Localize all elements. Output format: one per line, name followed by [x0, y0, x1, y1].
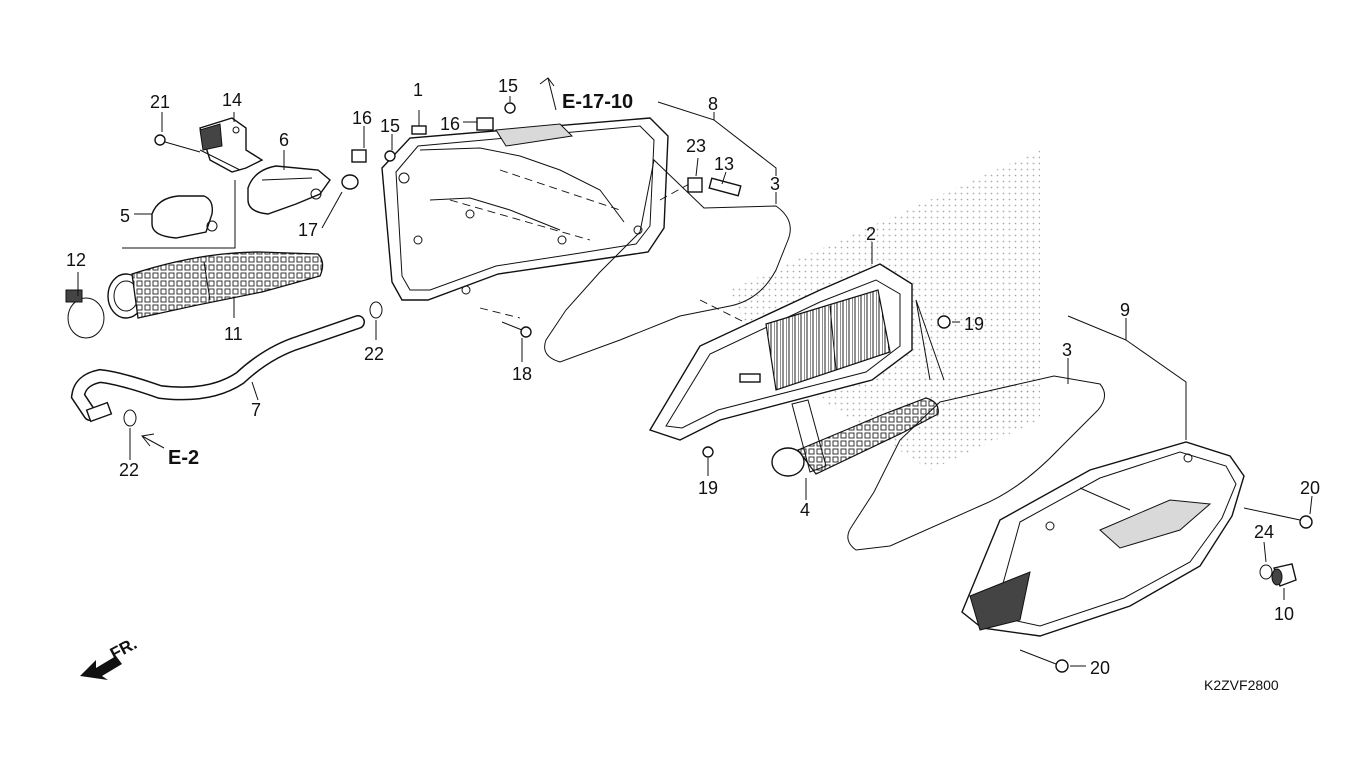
callout-5: 5 — [120, 206, 130, 226]
callout-19-lower: 19 — [698, 478, 718, 498]
leader-lines — [77, 77, 1313, 667]
callout-20-upper: 20 — [1300, 478, 1320, 498]
callout-numbers: 1 2 3 3 4 5 6 7 8 9 10 11 12 13 14 15 15… — [66, 76, 1320, 678]
part-7-hose — [70, 315, 365, 423]
part-19-screw-lower — [702, 446, 714, 458]
part-18-screw — [501, 321, 532, 338]
part-2-air-filter — [648, 263, 913, 441]
part-14-sensor — [199, 117, 264, 173]
reference-e-2: E-2 — [168, 447, 199, 469]
part-1-bolt — [411, 110, 427, 135]
callout-9: 9 — [1120, 300, 1130, 320]
callout-21: 21 — [150, 92, 170, 112]
callout-1: 1 — [413, 80, 423, 100]
callout-11: 11 — [224, 324, 243, 344]
part-20-screw-lower — [1019, 649, 1069, 673]
part-23-grommet — [687, 177, 703, 193]
airbox-case — [381, 117, 669, 301]
callout-4: 4 — [800, 500, 810, 520]
callout-15-upper: 15 — [498, 76, 518, 96]
part-20-screw-upper — [1243, 507, 1313, 529]
part-17-clip — [341, 174, 359, 190]
part-22-clip-upper — [369, 301, 383, 319]
callout-12: 12 — [66, 250, 86, 270]
part-14-5-group-frame — [122, 180, 236, 249]
part-3-seal-lower — [847, 375, 1105, 551]
part-4-duct — [771, 397, 939, 477]
part-16-clip-lower — [351, 149, 367, 163]
callout-13: 13 — [714, 154, 734, 174]
diagram-code: K2ZVF2800 — [1204, 677, 1279, 693]
callout-16-upper: 16 — [440, 114, 460, 134]
callout-3-lower: 3 — [1062, 340, 1072, 360]
callout-22-upper: 22 — [364, 344, 384, 364]
callout-23: 23 — [686, 136, 706, 156]
part-15-nut-upper — [504, 102, 516, 114]
callout-17: 17 — [298, 220, 318, 240]
part-10-cap — [1271, 563, 1297, 587]
part-6-cover — [247, 165, 331, 215]
part-13-pipe — [708, 177, 742, 197]
part-21-screw — [154, 134, 201, 153]
callout-20-lower: 20 — [1090, 658, 1110, 678]
part-22-clip-lower — [123, 409, 137, 427]
part-24-clip — [1259, 564, 1273, 580]
front-direction-arrow: FR. — [80, 634, 140, 680]
reference-e-17-10: E-17-10 — [562, 91, 633, 113]
part-12-clamp — [65, 289, 105, 339]
part-16-clip-upper — [476, 117, 494, 131]
callout-22-lower: 22 — [119, 460, 139, 480]
callout-19-upper: 19 — [964, 314, 984, 334]
callout-15-lower: 15 — [380, 116, 400, 136]
part-5-box — [151, 195, 218, 239]
part-19-screw-upper — [937, 315, 951, 329]
callout-6: 6 — [279, 130, 289, 150]
part-3-seal-upper — [544, 159, 791, 363]
callout-16-lower: 16 — [352, 108, 372, 128]
callout-2: 2 — [866, 224, 876, 244]
callout-3-upper: 3 — [770, 174, 780, 194]
callout-14: 14 — [222, 90, 242, 110]
part-11-intake-duct — [107, 251, 324, 319]
callout-24: 24 — [1254, 522, 1274, 542]
callout-7: 7 — [251, 400, 261, 420]
part-15-nut-lower — [384, 150, 396, 162]
callout-10: 10 — [1274, 604, 1294, 624]
callout-18: 18 — [512, 364, 532, 384]
part-9-cover — [961, 441, 1245, 637]
callout-8: 8 — [708, 94, 718, 114]
